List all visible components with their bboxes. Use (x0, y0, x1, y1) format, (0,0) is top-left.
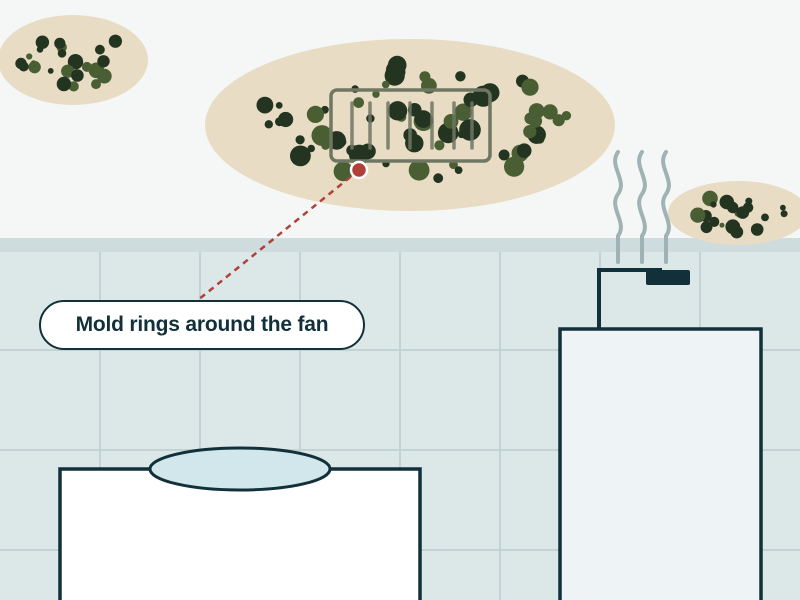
mold-spot (337, 137, 347, 147)
mold-spot (700, 221, 713, 234)
mold-spot (709, 216, 720, 227)
mold-spot (26, 53, 33, 60)
mold-spot (521, 78, 539, 96)
mold-spot (97, 55, 110, 68)
mold-spot (54, 37, 66, 49)
mold-spot (307, 144, 316, 153)
mold-spot (395, 64, 402, 71)
mold-spot (353, 97, 364, 108)
mold-spot (290, 145, 311, 167)
mold-spot (264, 120, 273, 129)
sink-basin (148, 446, 332, 492)
leader-line (197, 160, 369, 301)
mold-spot (95, 44, 105, 55)
mold-spot (761, 213, 769, 222)
fan-grille-frame (329, 88, 492, 163)
mold-spot (780, 210, 788, 218)
mold-spot (68, 81, 79, 92)
mold-spot (91, 79, 101, 90)
mold-spot (454, 103, 472, 121)
mold-spot (433, 173, 444, 184)
mold-spot (306, 105, 324, 123)
mold-spot (408, 159, 430, 181)
mold-spot (256, 96, 274, 114)
mold-spot (295, 135, 305, 145)
mold-spot (719, 194, 735, 210)
sink-counter (58, 467, 422, 600)
mold-spot (275, 102, 283, 109)
dashed-pointer (197, 169, 360, 301)
mold-spot (67, 54, 84, 70)
mold-spot (552, 114, 565, 127)
mold-spot (455, 71, 466, 82)
mold-spot (516, 143, 532, 158)
mold-spot (780, 204, 786, 211)
mold-spot (745, 197, 753, 205)
mold-spot (81, 61, 92, 72)
marker-dot-icon (349, 160, 369, 180)
mold-spot (57, 49, 67, 58)
steam-wisp (613, 150, 623, 264)
steam-wisp (637, 150, 647, 264)
mold-spot (96, 68, 112, 84)
sink (58, 446, 422, 600)
mold-spot (719, 222, 725, 228)
mold-spot (108, 34, 122, 48)
steam-wisp (661, 150, 671, 264)
mold-spot (459, 119, 481, 141)
wall-band (0, 238, 800, 252)
mold-spot (561, 111, 572, 121)
mold-spots (690, 190, 788, 239)
mold-spot (528, 114, 543, 128)
mold-spot (523, 125, 537, 139)
shower-head (646, 270, 690, 285)
shower-cabinet (558, 327, 763, 600)
mold-patch-right (668, 181, 800, 245)
mold-spot (443, 114, 459, 129)
mold-spot (61, 85, 67, 90)
mold-spot (498, 149, 510, 161)
mold-spot (381, 80, 390, 89)
mold-spot (28, 60, 41, 74)
mold-spot (372, 90, 380, 98)
exhaust-fan-icon (329, 88, 492, 163)
mold-patch-left (0, 15, 148, 105)
mold-spot (35, 40, 42, 47)
shower (558, 268, 763, 600)
mold-spot (47, 68, 54, 74)
mold-spot (503, 156, 525, 177)
mold-spot (710, 201, 717, 208)
mold-spot (463, 92, 479, 108)
mold-callout-label: Mold rings around the fan (39, 300, 365, 350)
mold-spot (71, 69, 84, 82)
mold-spot (542, 104, 558, 120)
mold-spot (311, 125, 333, 146)
mold-spot (690, 207, 706, 223)
mold-spot (387, 101, 408, 121)
fan-slats (350, 101, 474, 150)
shower-pipe (597, 268, 662, 329)
mold-spot (275, 117, 284, 127)
mold-spot (15, 57, 27, 70)
mold-spot (56, 76, 72, 92)
steam-icon (613, 150, 671, 264)
mold-spot (725, 219, 741, 235)
mold-spot (736, 206, 750, 219)
mold-spot (333, 161, 354, 182)
mold-spot (61, 64, 75, 78)
mold-spots (256, 55, 572, 184)
mold-spot (454, 166, 463, 175)
mold-spot (434, 140, 445, 151)
mold-spot (346, 144, 358, 156)
mold-spots (15, 34, 122, 92)
mold-spot (750, 223, 764, 236)
